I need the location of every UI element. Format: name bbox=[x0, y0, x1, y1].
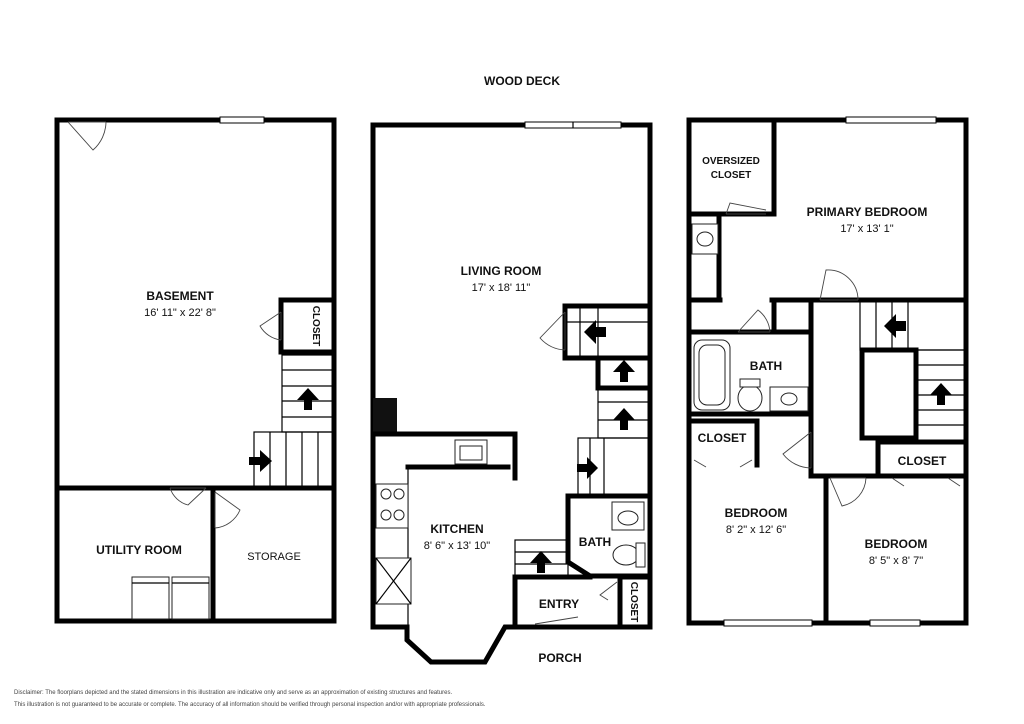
label-bedroom-3-dim: 8' 5" x 8' 7" bbox=[869, 555, 923, 567]
label-bedroom-3: BEDROOM bbox=[865, 537, 928, 551]
label-primary-bedroom-dim: 17' x 13' 1" bbox=[840, 223, 893, 235]
basement-stairs bbox=[249, 354, 335, 489]
utility-door-swing bbox=[169, 487, 207, 506]
stair-door-swing bbox=[539, 311, 566, 351]
label-closet-upper-left: CLOSET bbox=[698, 431, 747, 445]
label-bath-main: BATH bbox=[579, 535, 611, 549]
label-basement: BASEMENT bbox=[146, 289, 214, 303]
label-oversized-closet-2: CLOSET bbox=[711, 170, 752, 181]
label-utility-room: UTILITY ROOM bbox=[96, 543, 182, 557]
washer bbox=[131, 576, 170, 620]
stair-up-arrow-main bbox=[613, 360, 635, 382]
label-bedroom-2-dim: 8' 2" x 12' 6" bbox=[726, 524, 786, 536]
bath-toilet bbox=[612, 544, 640, 566]
label-closet-entry: CLOSET bbox=[628, 582, 639, 623]
label-entry: ENTRY bbox=[539, 597, 579, 611]
basement-closet-wall bbox=[278, 297, 337, 355]
stair-up-arrow bbox=[297, 388, 319, 410]
label-bath-upper: BATH bbox=[750, 359, 782, 373]
label-oversized-closet-1: OVERSIZED bbox=[702, 156, 760, 167]
entry-closet-wall bbox=[617, 574, 653, 630]
fireplace bbox=[373, 398, 397, 434]
disclaimer-line-2: This illustration is not guaranteed to b… bbox=[14, 702, 486, 708]
label-closet-upper-right: CLOSET bbox=[898, 454, 947, 468]
label-storage: STORAGE bbox=[247, 551, 301, 563]
basement-door-swing bbox=[67, 121, 107, 151]
upper-level bbox=[686, 116, 969, 627]
label-living-room-dim: 17' x 18' 11" bbox=[472, 282, 531, 294]
label-kitchen: KITCHEN bbox=[430, 522, 483, 536]
label-porch: PORCH bbox=[538, 651, 581, 665]
main-level bbox=[370, 121, 653, 665]
upper-stair-wall bbox=[562, 303, 653, 361]
disclaimer-line-1: Disclaimer: The floorplans depicted and … bbox=[14, 690, 453, 696]
stair-right-arrow bbox=[249, 450, 272, 472]
label-living-room: LIVING ROOM bbox=[461, 264, 542, 278]
toilet bbox=[737, 384, 763, 412]
main-outer-wall bbox=[370, 122, 653, 665]
label-basement-dim: 16' 11" x 22' 8" bbox=[144, 307, 216, 319]
stair-left-arrow bbox=[584, 320, 606, 344]
basement-level bbox=[54, 116, 337, 624]
label-bedroom-2: BEDROOM bbox=[725, 506, 788, 520]
label-kitchen-dim: 8' 6" x 13' 10" bbox=[424, 540, 491, 552]
entry-door bbox=[534, 616, 579, 625]
dryer bbox=[171, 576, 210, 620]
upper-stair-arrow bbox=[884, 314, 906, 338]
kitchen-stove bbox=[375, 483, 409, 529]
storage-door-swing bbox=[214, 491, 241, 529]
basement-window bbox=[219, 116, 265, 124]
label-closet-basement: CLOSET bbox=[310, 306, 321, 347]
oversized-closet-wall bbox=[686, 117, 777, 217]
primary-door-swing bbox=[819, 269, 859, 301]
closet-door-swing bbox=[259, 311, 282, 341]
label-wood-deck: WOOD DECK bbox=[484, 74, 560, 88]
label-primary-bedroom: PRIMARY BEDROOM bbox=[807, 205, 928, 219]
